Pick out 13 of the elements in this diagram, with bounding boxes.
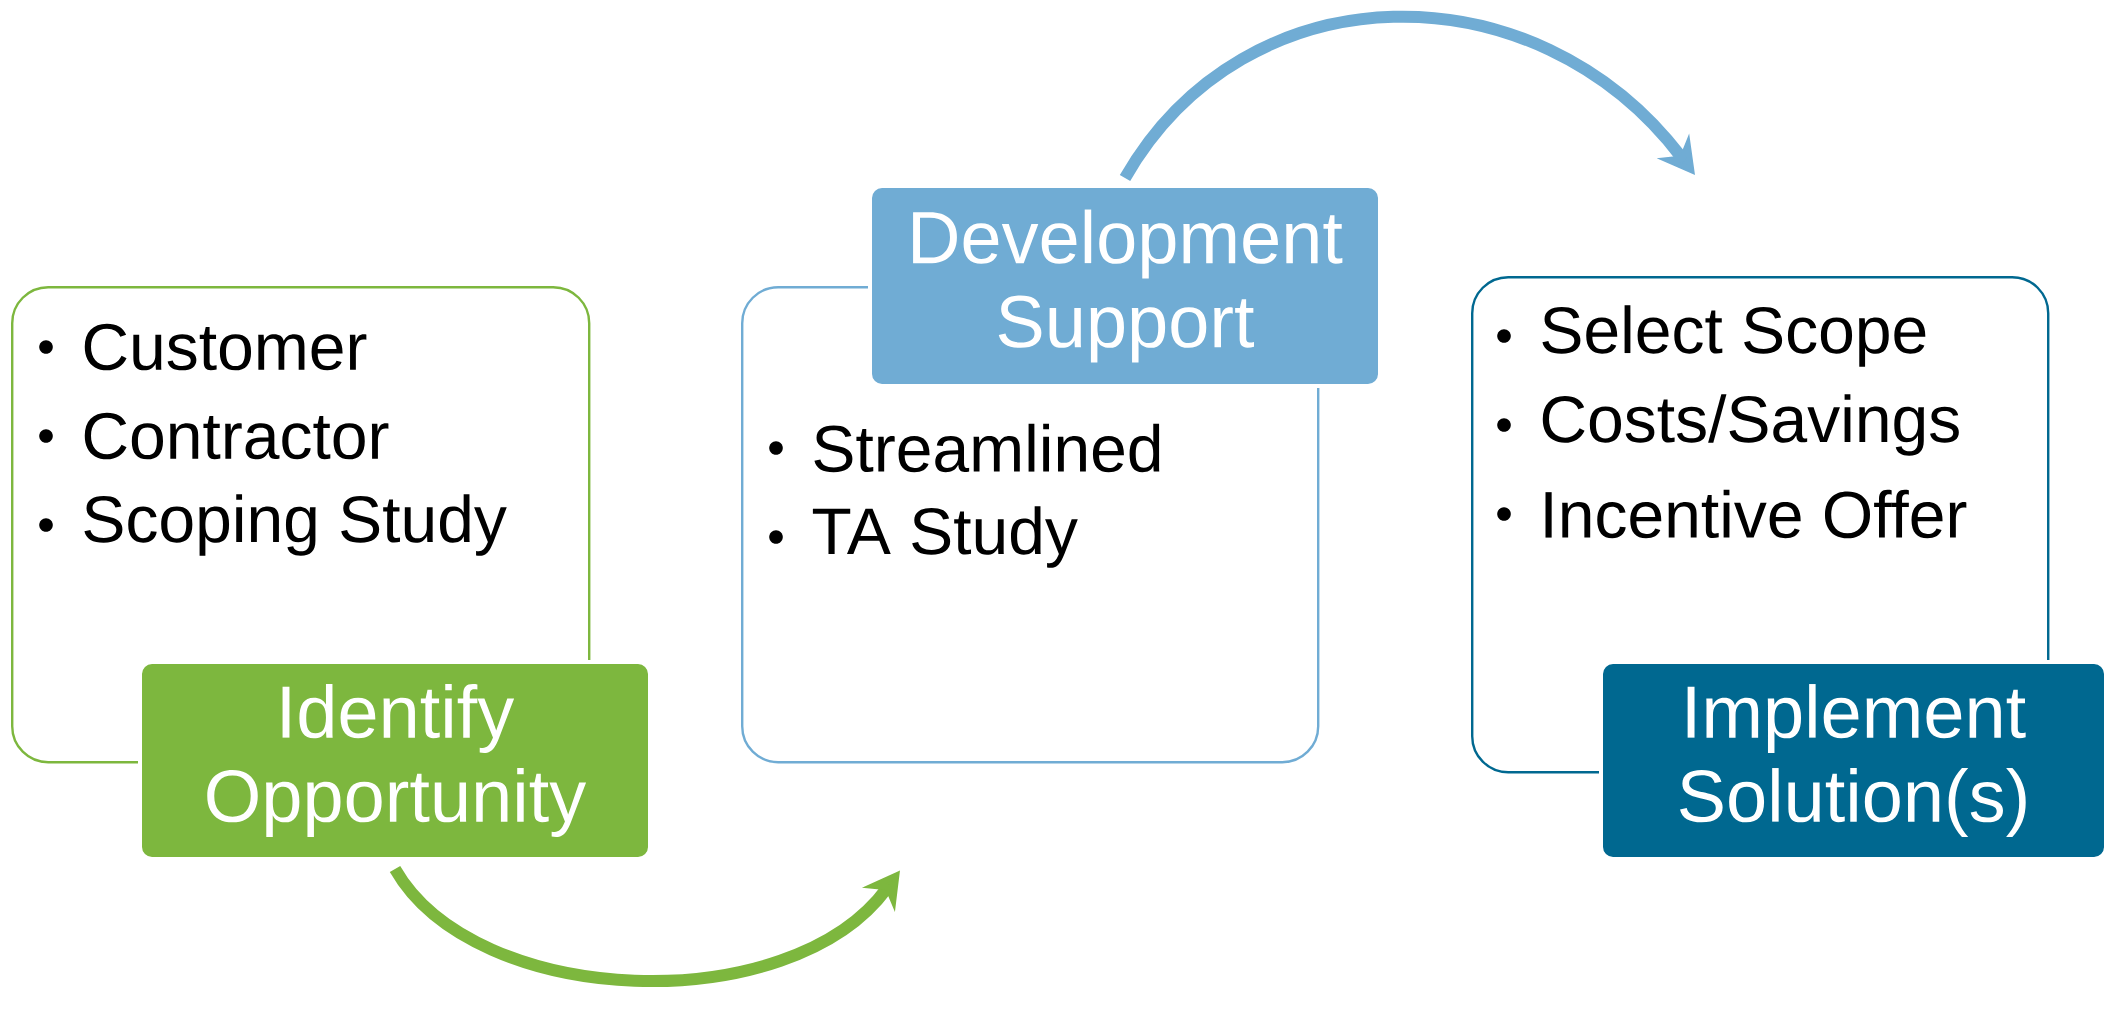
bullet-item: Customer [84, 323, 367, 371]
bullet-item: Select Scope [1542, 305, 1926, 367]
curved-arrow [1120, 10, 1695, 182]
bullet-item: Incentive Offer [1545, 489, 1967, 539]
bullet-item: Scoping Study [84, 494, 507, 556]
bullet-item: TA Study [812, 506, 1078, 568]
curved-arrow [390, 865, 900, 987]
stage-box: Identify Opportunity [138, 660, 652, 861]
stage-box: Development Support [868, 184, 1382, 388]
stage-box: Implement Solution(s) [1599, 660, 2108, 861]
bullet-item: Costs/Savings [1542, 394, 1959, 456]
bullet-item: Streamlined [814, 423, 1160, 473]
bullet-item: Contractor [84, 412, 389, 460]
